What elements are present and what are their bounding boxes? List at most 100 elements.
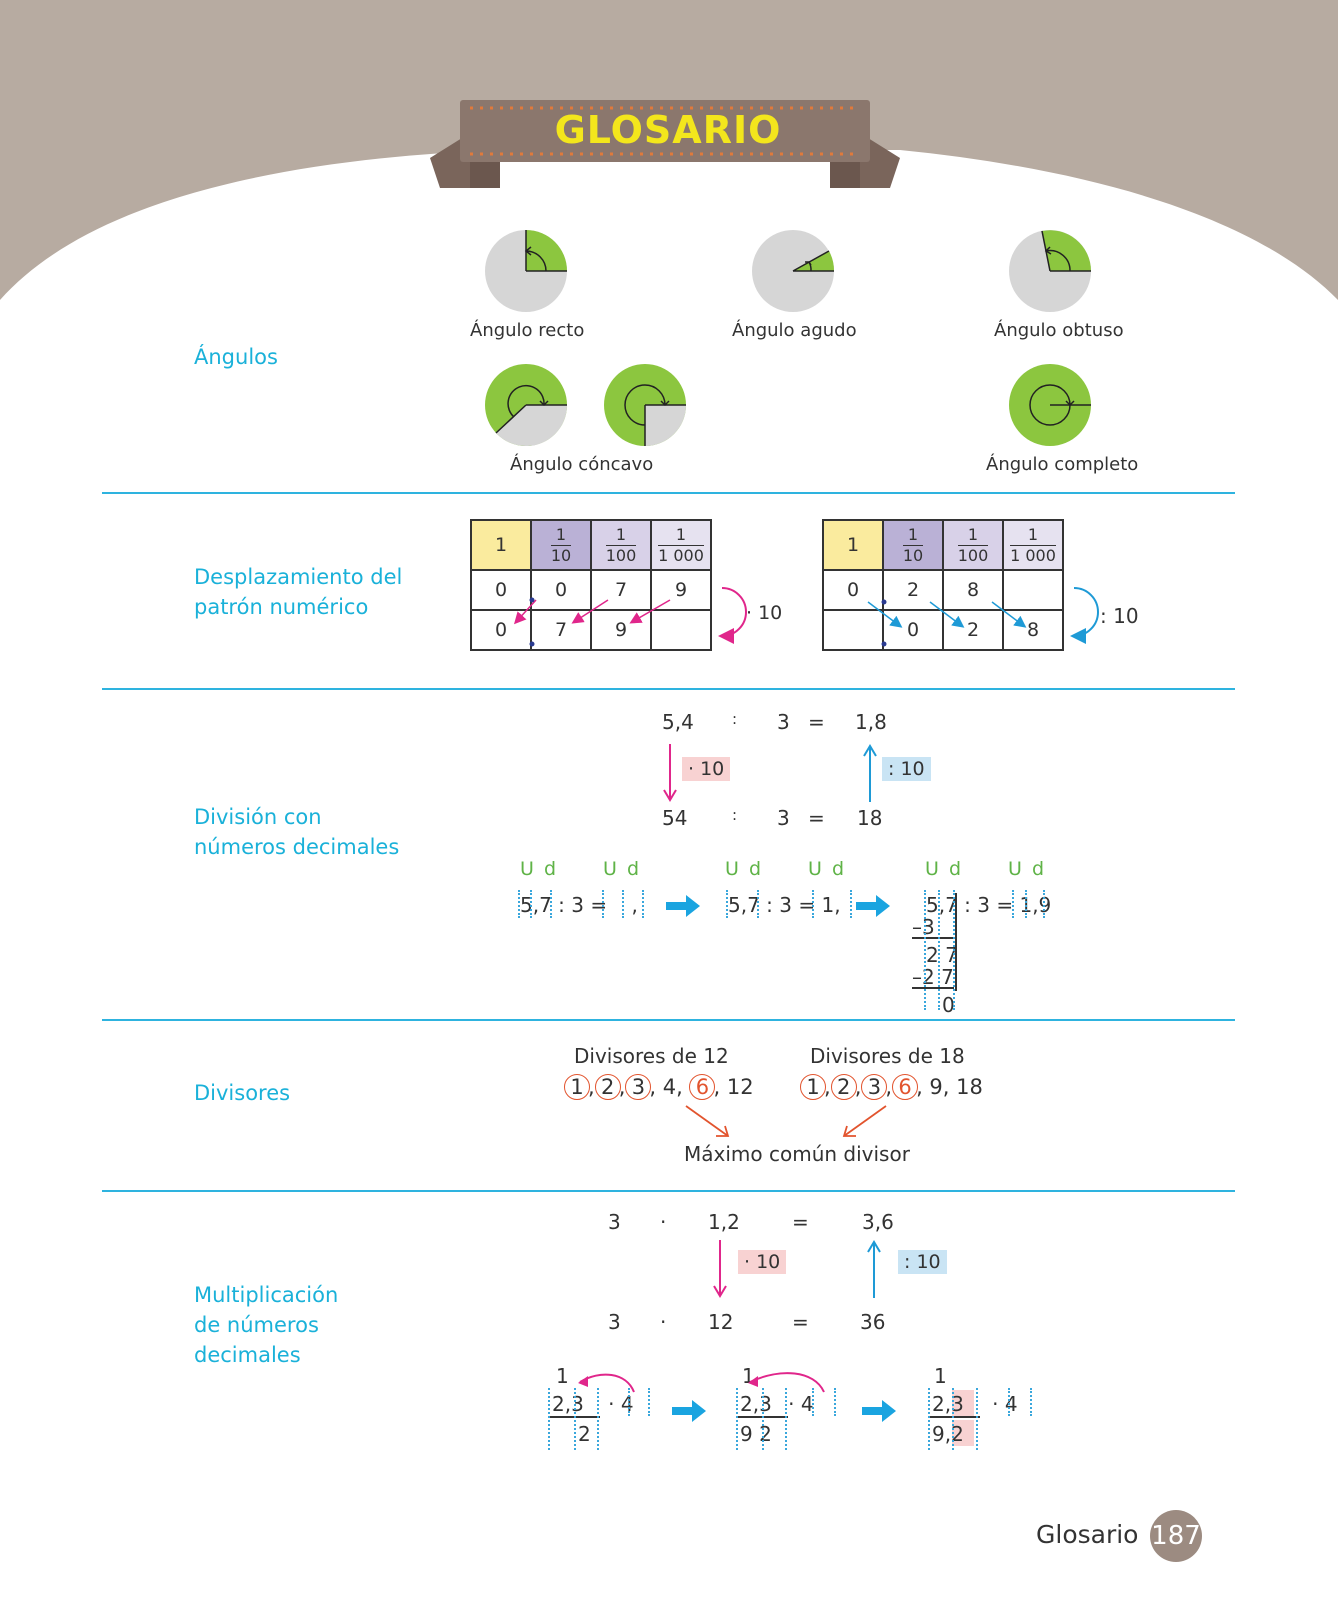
carry-arrow (748, 1372, 825, 1393)
num: 1,2 (708, 1210, 740, 1234)
cell (1002, 569, 1064, 611)
cell: 0 (822, 569, 884, 611)
num: 3 (608, 1310, 621, 1334)
heading-divisors-12: Divisores de 12 (574, 1044, 729, 1068)
section-divider (102, 492, 1235, 494)
label-complete-angle: Ángulo completo (986, 454, 1139, 475)
ud-label: U d (603, 858, 642, 880)
cell: 8 (942, 569, 1004, 611)
label-right-angle: Ángulo recto (470, 320, 585, 341)
mult-step-2-result: 9 2 (740, 1422, 772, 1446)
tag-times-ten: · 10 (682, 757, 731, 781)
num: = (792, 1310, 809, 1334)
cell: 0 (470, 569, 532, 611)
num: = (792, 1210, 809, 1234)
num: 12 (708, 1310, 734, 1334)
right-angle-icon (485, 230, 567, 312)
mcd-arrows (685, 1105, 887, 1137)
ud-label: U d (925, 858, 964, 880)
num: 3 (777, 710, 790, 734)
page-number: 187 (1150, 1510, 1202, 1562)
cell: 2 (942, 609, 1004, 651)
blue-right-arrow-icon (862, 1400, 896, 1422)
shift-arrows-right (867, 587, 1099, 647)
tag-times-ten: · 10 (738, 1250, 787, 1274)
section-divider (102, 1019, 1235, 1021)
op-div-ten: : 10 (1100, 604, 1139, 628)
carry-arrow (578, 1373, 635, 1393)
footer-label: Glosario (1036, 1520, 1139, 1549)
num: 18 (857, 806, 883, 830)
cell: 8 (1002, 609, 1064, 651)
blue-up-arrow (863, 744, 877, 802)
num: = (808, 710, 825, 734)
cell: 0 (530, 569, 592, 611)
cell: 9 (650, 569, 712, 611)
num: 3 (608, 1210, 621, 1234)
num: 36 (860, 1310, 886, 1334)
num: = (808, 806, 825, 830)
header-cell: 1 (470, 519, 532, 571)
shift-arrows-left (513, 587, 747, 647)
mult-step-3-result: 9,2 (932, 1422, 964, 1446)
num: 5,4 (662, 710, 694, 734)
div-step-1: 5,7 : 3 = , (520, 893, 638, 917)
concave-angle-icon-2 (604, 364, 686, 446)
label-obtuse-angle: Ángulo obtuso (994, 320, 1124, 341)
blue-right-arrow-icon (672, 1400, 706, 1422)
num: 1,8 (855, 710, 887, 734)
title-ribbon (430, 100, 900, 188)
div-step-3-rem2: 0 (942, 993, 955, 1017)
tag-div-ten: : 10 (898, 1250, 947, 1274)
page-title: GLOSARIO (554, 108, 782, 152)
mult-step-1-result: 2 (578, 1422, 591, 1446)
ud-label: U d (520, 858, 559, 880)
div-step-3: 5,7 : 3 = 1,9 (926, 893, 1052, 917)
ud-label: U d (808, 858, 847, 880)
blue-up-arrow (867, 1240, 881, 1298)
ud-label: U d (725, 858, 764, 880)
mult-step-1: 2,3 · 4 (552, 1392, 634, 1416)
complete-angle-icon (1009, 364, 1091, 446)
num: · (660, 1210, 667, 1234)
section-divider (102, 688, 1235, 690)
num: 3,6 (862, 1210, 894, 1234)
num: 54 (662, 806, 688, 830)
term-divisores: Divisores (194, 1081, 291, 1105)
obtuse-angle-icon (1009, 230, 1091, 312)
mult-step-2: 2,3 · 4 (740, 1392, 814, 1416)
carry-digit: 1 (934, 1364, 947, 1388)
cell: 2 (882, 569, 944, 611)
pink-down-arrow (663, 744, 677, 802)
cell (822, 609, 884, 651)
blue-right-arrow-icon (666, 895, 700, 917)
concave-angle-icon-1 (485, 364, 567, 447)
op-times-ten: · 10 (746, 602, 783, 624)
cell: 7 (590, 569, 652, 611)
label-concave-angle: Ángulo cóncavo (510, 454, 654, 475)
blue-right-arrow-icon (856, 895, 890, 917)
acute-angle-icon (752, 230, 835, 312)
div-step-3-sub1: –3 (912, 915, 935, 939)
tag-div-ten: : 10 (882, 757, 931, 781)
divisors-list-18: 1,2,3,6, 9, 18 (800, 1074, 983, 1100)
pink-down-arrow (713, 1240, 727, 1298)
cell: 7 (530, 609, 592, 651)
num: 3 (777, 806, 790, 830)
divisors-list-12: 1,2,3, 4, 6, 12 (564, 1074, 754, 1100)
heading-divisors-18: Divisores de 18 (810, 1044, 965, 1068)
ud-label: U d (1008, 858, 1047, 880)
div-step-3-sub2: –2 7 (912, 965, 954, 989)
carry-digit: 1 (556, 1364, 569, 1388)
div-step-2: 5,7 : 3 = 1, (728, 893, 841, 917)
